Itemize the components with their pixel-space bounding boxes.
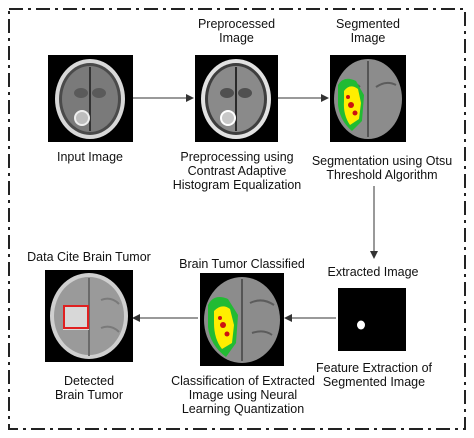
segmented-title: Segmented Image [336,17,400,45]
classified-title: Brain Tumor Classified [179,257,305,271]
preprocessed-caption: Preprocessing using Contrast Adaptive Hi… [172,150,302,192]
segmented-caption: Segmentation using Otsu Threshold Algori… [311,154,453,182]
segmented-mri-image [330,55,406,142]
input-caption: Input Image [56,150,123,164]
classified-mri-image [200,273,284,366]
preprocessed-title: Preprocessed Image [197,17,276,45]
input-mri-image [48,55,133,142]
detected-mri-image [45,270,133,362]
tumor-detection-box [63,305,89,329]
extracted-caption: Feature Extraction of Segmented Image [315,361,433,389]
detected-caption: Detected Brain Tumor [54,374,124,402]
preprocessed-mri-image [195,55,278,142]
extracted-title: Extracted Image [327,265,419,279]
detected-title: Data Cite Brain Tumor [27,250,151,264]
extracted-feature-image [338,288,406,351]
classified-caption: Classification of Extracted Image using … [171,374,315,416]
